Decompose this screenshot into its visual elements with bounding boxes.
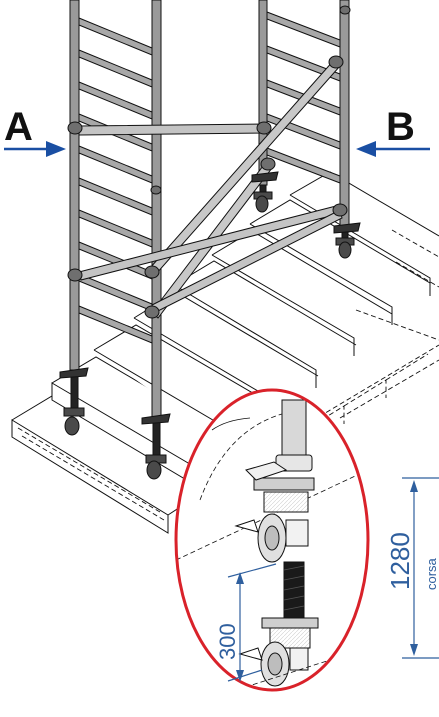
detail-callout [174,388,370,692]
dimension-1280: 1280 corsa [385,477,439,659]
dimension-300-label: 300 [215,623,240,660]
dimension-stroke-word: corsa [424,557,439,590]
marker-b: B [356,105,430,157]
scaffold-casters [59,171,361,480]
marker-a-label: A [4,105,33,149]
marker-b-label: B [386,105,415,149]
marker-a: A [4,105,66,157]
dimension-300: 300 [215,563,277,682]
detail-highlight-oval [174,388,370,692]
scaffold-frame [67,0,351,419]
dimension-1280-label: 1280 [385,532,415,590]
